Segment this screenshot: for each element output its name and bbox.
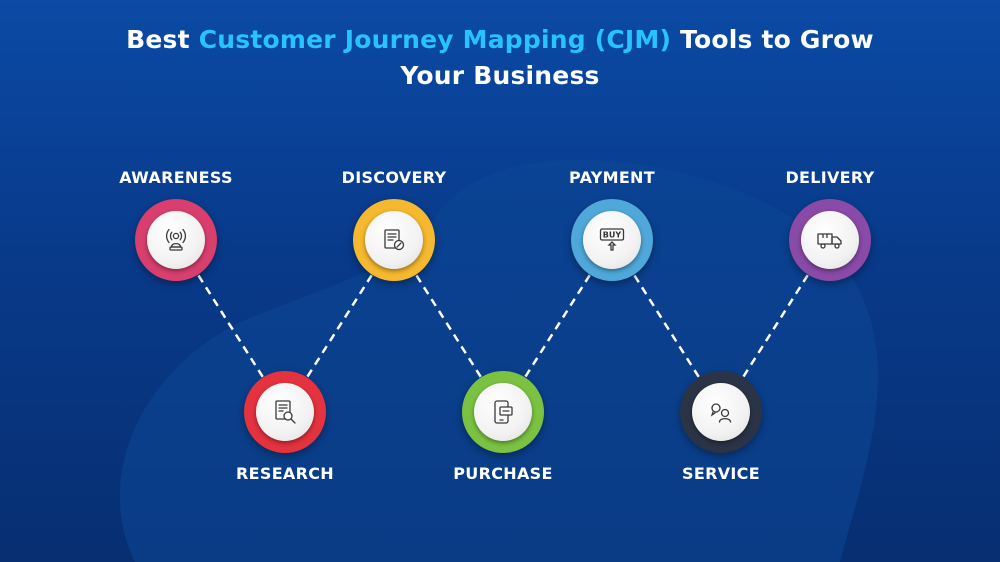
title-line-2: Your Business <box>400 61 600 90</box>
research-node <box>244 371 326 453</box>
awareness-node <box>135 199 217 281</box>
purchase-label: PURCHASE <box>453 464 553 483</box>
service-node <box>680 371 762 453</box>
mobile-shopping-icon <box>494 400 513 424</box>
delivery-truck-icon <box>817 233 842 249</box>
title-prefix: Best <box>126 25 190 54</box>
research-label: RESEARCH <box>236 464 334 483</box>
title-highlight: Customer Journey Mapping (CJM) <box>198 25 672 54</box>
service-label: SERVICE <box>682 464 760 483</box>
payment-node: BUY <box>571 199 653 281</box>
discovery-node <box>353 199 435 281</box>
discovery-label: DISCOVERY <box>341 168 447 187</box>
purchase-node <box>462 371 544 453</box>
buy-button-icon: BUY <box>599 228 625 251</box>
document-search-icon <box>275 400 296 424</box>
broadcast-person-icon <box>165 228 187 251</box>
awareness-label: AWARENESS <box>119 168 233 187</box>
delivery-node <box>789 199 871 281</box>
title-suffix: Tools to Grow <box>680 25 874 54</box>
buy-text: BUY <box>603 231 622 240</box>
document-tag-icon <box>384 229 405 251</box>
payment-label: PAYMENT <box>569 168 655 187</box>
customer-support-icon <box>710 403 732 423</box>
delivery-label: DELIVERY <box>785 168 875 187</box>
title-line-1: Best Customer Journey Mapping (CJM) Tool… <box>0 22 1000 58</box>
page-title: Best Customer Journey Mapping (CJM) Tool… <box>0 22 1000 94</box>
